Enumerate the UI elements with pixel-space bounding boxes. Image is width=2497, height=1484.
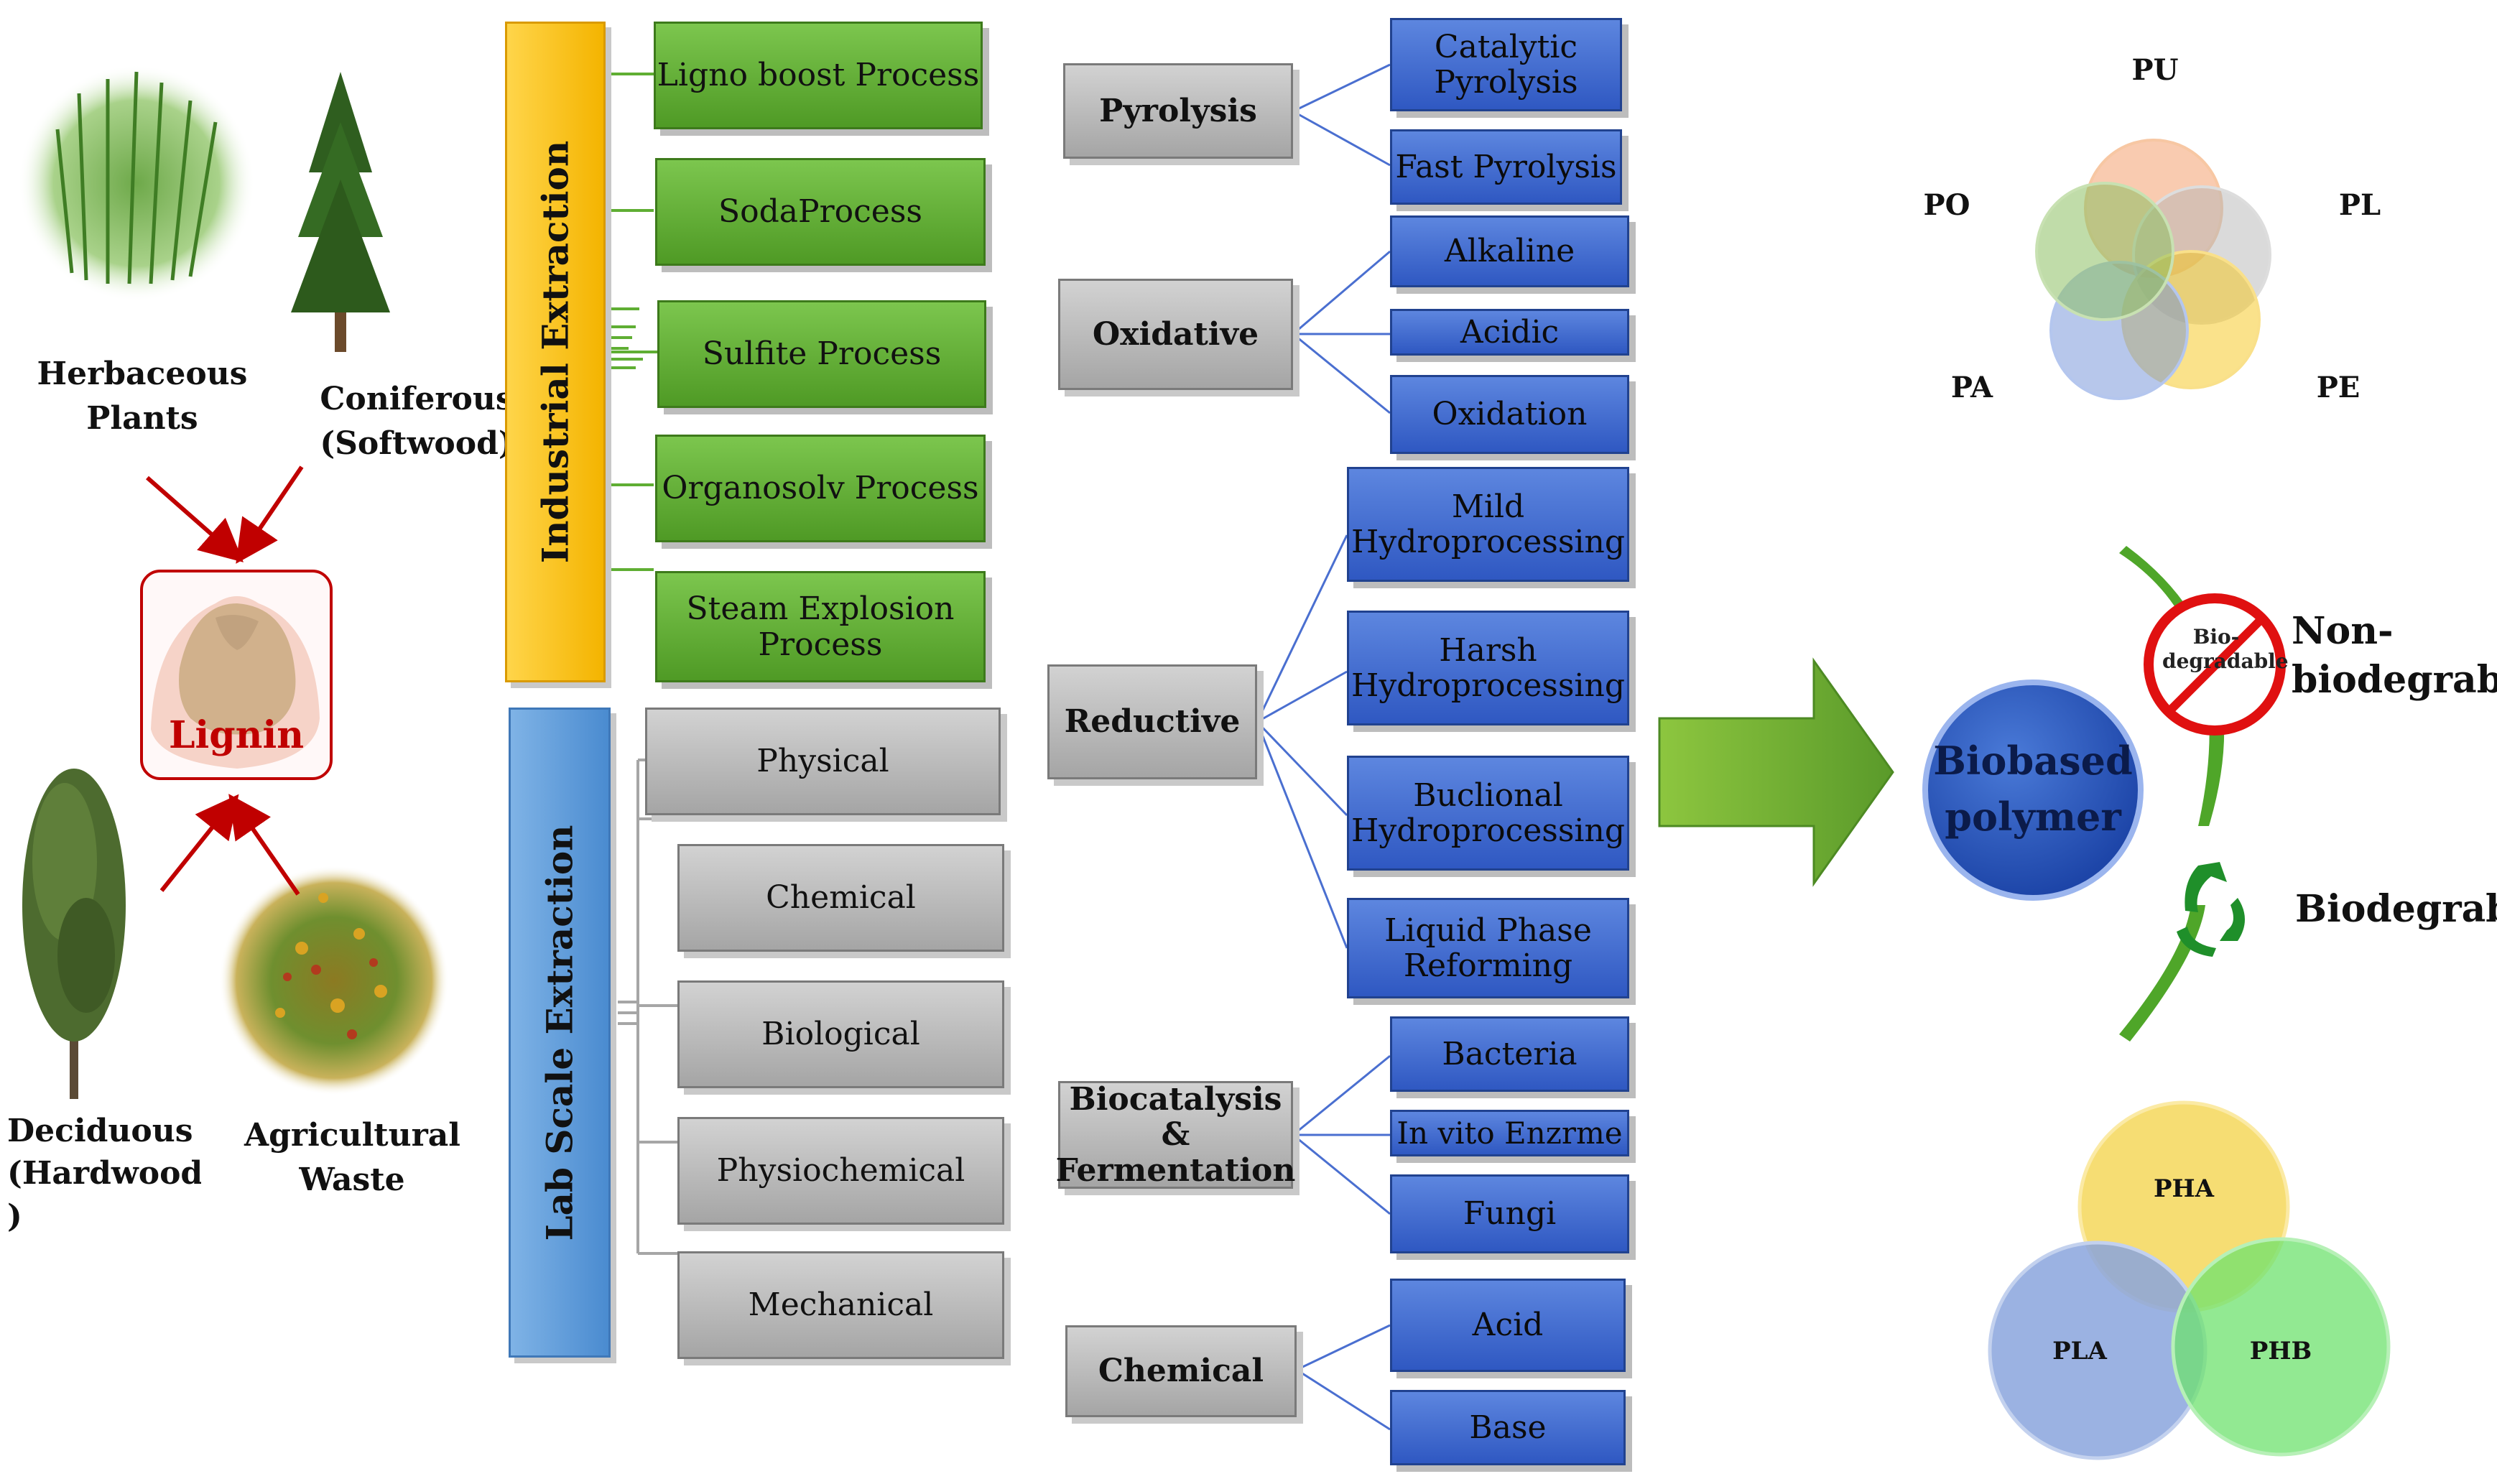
chemical-method-box: Chemical bbox=[677, 844, 1004, 952]
lignin-hands-image bbox=[151, 596, 320, 769]
upper-arc bbox=[2119, 546, 2225, 826]
herbaceous-plants-image bbox=[18, 65, 255, 302]
biological-box: Biological bbox=[677, 980, 1004, 1088]
venn-label-pe: PE bbox=[2316, 371, 2361, 404]
ligno-boost-box: Ligno boost Process bbox=[654, 22, 983, 129]
in-vito-enzrme-box: In vito Enzrme bbox=[1390, 1110, 1629, 1156]
oxidative-box: Oxidative bbox=[1058, 279, 1293, 390]
oxidative-label: Oxidative bbox=[1092, 315, 1259, 353]
biocatalysis-box: Biocatalysis & Fermentation bbox=[1055, 1081, 1296, 1189]
reductive-box: Reductive bbox=[1047, 664, 1257, 779]
acidic-box: Acidic bbox=[1390, 309, 1629, 356]
non-biodegrable-label: Non- biodegrable bbox=[2292, 609, 2497, 702]
no-biodegradable-sign-text: Bio- degradable bbox=[2162, 625, 2289, 673]
venn-label-pla: PLA bbox=[2052, 1337, 2107, 1365]
in-vito-enzrme-label: In vito Enzrme bbox=[1396, 1115, 1623, 1151]
venn-label-pu: PU bbox=[2131, 53, 2179, 87]
fungi-box: Fungi bbox=[1390, 1174, 1629, 1253]
big-arrow bbox=[1658, 657, 1894, 887]
alkaline-label: Alkaline bbox=[1444, 233, 1575, 270]
physiochemical-box: Physiochemical bbox=[677, 1117, 1004, 1225]
base-box: Base bbox=[1390, 1390, 1626, 1465]
base-label: Base bbox=[1469, 1409, 1547, 1446]
catalytic-pyrolysis-label: Catalytic Pyrolysis bbox=[1434, 28, 1578, 101]
physical-label: Physical bbox=[756, 743, 889, 780]
fungi-label: Fungi bbox=[1463, 1195, 1557, 1233]
lab-extraction-bar: Lab Scale Extraction bbox=[509, 708, 611, 1358]
herbaceous-label: Herbaceous Plants bbox=[37, 356, 248, 437]
soda-process-label: SodaProcess bbox=[718, 193, 922, 231]
biobased-polymer-label: Biobased polymer bbox=[1933, 738, 2133, 840]
deciduous-tree-image bbox=[22, 769, 126, 1099]
lab-extraction-label: Lab Scale Extraction bbox=[538, 824, 581, 1241]
pyrolysis-box: Pyrolysis bbox=[1063, 63, 1293, 159]
bacteria-label: Bacteria bbox=[1442, 1035, 1578, 1072]
pyrolysis-label: Pyrolysis bbox=[1099, 92, 1257, 129]
no-biodegradable-sign bbox=[2144, 593, 2286, 736]
oxidation-label: Oxidation bbox=[1432, 396, 1588, 433]
coniferous-tree-image bbox=[291, 72, 390, 352]
harsh-hydroprocessing-box: Harsh Hydroprocessing bbox=[1347, 611, 1629, 725]
bacteria-box: Bacteria bbox=[1390, 1016, 1629, 1092]
agricultural-label: Agricultural Waste bbox=[244, 1117, 461, 1198]
physical-box: Physical bbox=[645, 708, 1001, 815]
catalytic-pyrolysis-box: Catalytic Pyrolysis bbox=[1390, 18, 1622, 111]
top-venn bbox=[2035, 139, 2271, 400]
deciduous-label: Deciduous (Hardwood ) bbox=[7, 1113, 201, 1235]
ligno-boost-label: Ligno boost Process bbox=[657, 57, 980, 94]
acid-box: Acid bbox=[1390, 1279, 1626, 1372]
fast-pyrolysis-box: Fast Pyrolysis bbox=[1390, 129, 1622, 205]
recycle-icon bbox=[2177, 862, 2245, 957]
biocatalysis-label: Biocatalysis & Fermentation bbox=[1055, 1081, 1296, 1189]
oxidation-box: Oxidation bbox=[1390, 375, 1629, 454]
conversion-connectors bbox=[1256, 63, 1391, 1431]
liquid-phase-reforming-label: Liquid Phase Reforming bbox=[1384, 912, 1592, 984]
source-arrows bbox=[146, 465, 304, 896]
acidic-label: Acidic bbox=[1460, 313, 1560, 351]
steam-explosion-label: Steam Explosion Process bbox=[686, 590, 955, 663]
biodegrable-label: Biodegrable bbox=[2295, 887, 2497, 931]
industrial-extraction-label: Industrial Extraction bbox=[534, 140, 577, 564]
lab-connectors bbox=[618, 759, 677, 1255]
buclional-hydroprocessing-label: Buclional Hydroprocessing bbox=[1351, 776, 1626, 849]
sulfite-process-label: Sulfite Process bbox=[702, 335, 942, 373]
soda-process-box: SodaProcess bbox=[655, 158, 986, 266]
mechanical-label: Mechanical bbox=[748, 1286, 934, 1324]
alkaline-box: Alkaline bbox=[1390, 215, 1629, 287]
venn-label-pha: PHA bbox=[2153, 1174, 2215, 1203]
biobased-polymer-circle bbox=[1922, 680, 2144, 901]
industrial-connectors bbox=[604, 73, 657, 571]
industrial-extraction-bar: Industrial Extraction bbox=[505, 22, 606, 682]
lignin-box bbox=[140, 570, 333, 780]
organosolv-process-label: Organosolv Process bbox=[662, 470, 979, 507]
mild-hydroprocessing-box: Mild Hydroprocessing bbox=[1347, 467, 1629, 582]
liquid-phase-reforming-box: Liquid Phase Reforming bbox=[1347, 898, 1629, 998]
sulfite-process-box: Sulfite Process bbox=[657, 300, 986, 408]
harsh-hydroprocessing-label: Harsh Hydroprocessing bbox=[1351, 631, 1626, 704]
lower-arc bbox=[2119, 905, 2205, 1042]
coniferous-label: Coniferous (Softwood) bbox=[320, 381, 514, 462]
venn-label-pl: PL bbox=[2338, 188, 2381, 222]
acid-label: Acid bbox=[1472, 1307, 1544, 1344]
lignin-label: Lignin bbox=[168, 713, 305, 757]
mechanical-box: Mechanical bbox=[677, 1251, 1004, 1359]
reductive-label: Reductive bbox=[1064, 703, 1241, 741]
buclional-hydroprocessing-box: Buclional Hydroprocessing bbox=[1347, 756, 1629, 871]
venn-label-po: PO bbox=[1923, 188, 1970, 222]
venn-label-phb: PHB bbox=[2249, 1337, 2312, 1365]
organosolv-process-box: Organosolv Process bbox=[655, 435, 986, 542]
physiochemical-label: Physiochemical bbox=[716, 1152, 965, 1189]
agricultural-waste-image bbox=[219, 866, 449, 1095]
biological-label: Biological bbox=[761, 1016, 920, 1053]
mild-hydroprocessing-label: Mild Hydroprocessing bbox=[1351, 488, 1626, 560]
venn-label-pa: PA bbox=[1950, 371, 1993, 404]
chemical-conversion-box: Chemical bbox=[1065, 1325, 1297, 1417]
fast-pyrolysis-label: Fast Pyrolysis bbox=[1395, 148, 1617, 185]
steam-explosion-box: Steam Explosion Process bbox=[655, 571, 986, 682]
chemical-conversion-label: Chemical bbox=[1098, 1353, 1264, 1390]
chemical-method-label: Chemical bbox=[766, 879, 916, 917]
bottom-venn bbox=[1988, 1100, 2391, 1460]
